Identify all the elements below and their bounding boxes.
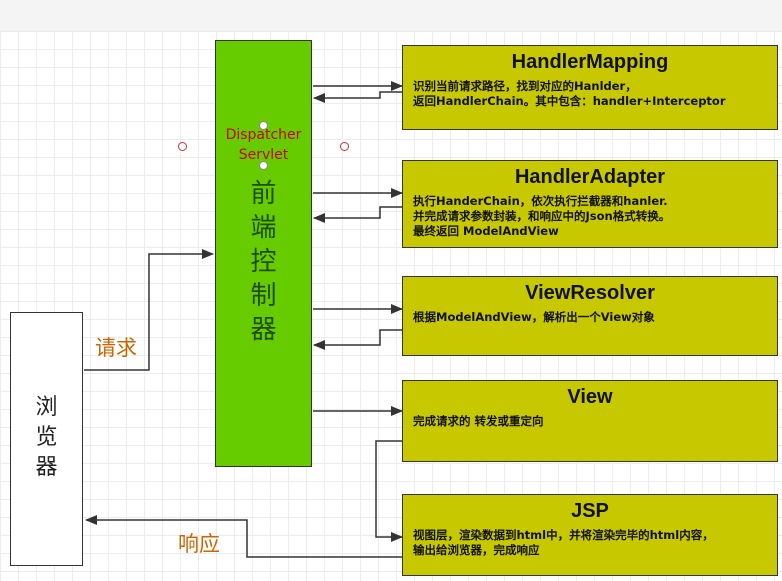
arrow-from-handlermapping bbox=[313, 91, 402, 103]
response-label: 响应 bbox=[178, 532, 220, 556]
jsp-box: JSP 视图层，渲染数据到html中，并将渲染完毕的html内容， 输出给浏览器… bbox=[402, 494, 778, 576]
arrow-view-to-jsp bbox=[375, 440, 403, 542]
component-title: ViewResolver bbox=[525, 282, 655, 304]
handleradapter-box: HandlerAdapter 执行HanderChain，依次执行拦截器和han… bbox=[402, 160, 778, 248]
component-title: View bbox=[567, 386, 613, 408]
component-title: JSP bbox=[571, 500, 609, 522]
resize-handle bbox=[340, 142, 349, 151]
component-desc: 完成请求的 转发或重定向 bbox=[413, 414, 544, 428]
request-label: 请求 bbox=[95, 336, 137, 360]
component-title: HandlerMapping bbox=[511, 51, 669, 73]
browser-label: 浏 览 器 bbox=[35, 395, 58, 480]
resize-handle bbox=[259, 121, 268, 130]
component-desc: 根据ModelAndView，解析出一个View对象 bbox=[413, 310, 655, 324]
component-title: HandlerAdapter bbox=[514, 166, 666, 188]
handlermapping-box: HandlerMapping 识别当前请求路径，找到对应的Hanlder， 返回… bbox=[402, 45, 778, 130]
top-bar bbox=[0, 0, 782, 31]
dispatcher-servlet-box: Dispatcher Servlet 前 端 控 制 器 bbox=[215, 40, 312, 467]
arrow-from-viewresolver bbox=[313, 329, 402, 350]
component-desc: 视图层，渲染数据到html中，并将渲染完毕的html内容， 输出给浏览器，完成响… bbox=[413, 528, 714, 557]
component-desc: 识别当前请求路径，找到对应的Hanlder， 返回HandlerChain。其中… bbox=[413, 79, 726, 108]
component-desc: 执行HanderChain，依次执行拦截器和hanler. 并完成请求参数封装，… bbox=[413, 194, 671, 238]
response-arrow bbox=[85, 515, 402, 558]
view-box: View 完成请求的 转发或重定向 bbox=[402, 380, 778, 462]
viewresolver-box: ViewResolver 根据ModelAndView，解析出一个View对象 bbox=[402, 276, 778, 356]
resize-handle bbox=[259, 161, 268, 170]
resize-handle bbox=[178, 142, 187, 151]
request-arrow bbox=[84, 249, 214, 371]
dispatcher-label-cn: 前 端 控 制 器 bbox=[250, 179, 277, 345]
browser-box: 浏 览 器 bbox=[10, 312, 83, 566]
dispatcher-label-en: Dispatcher Servlet bbox=[225, 127, 302, 163]
arrow-from-handleradapter bbox=[313, 206, 402, 223]
